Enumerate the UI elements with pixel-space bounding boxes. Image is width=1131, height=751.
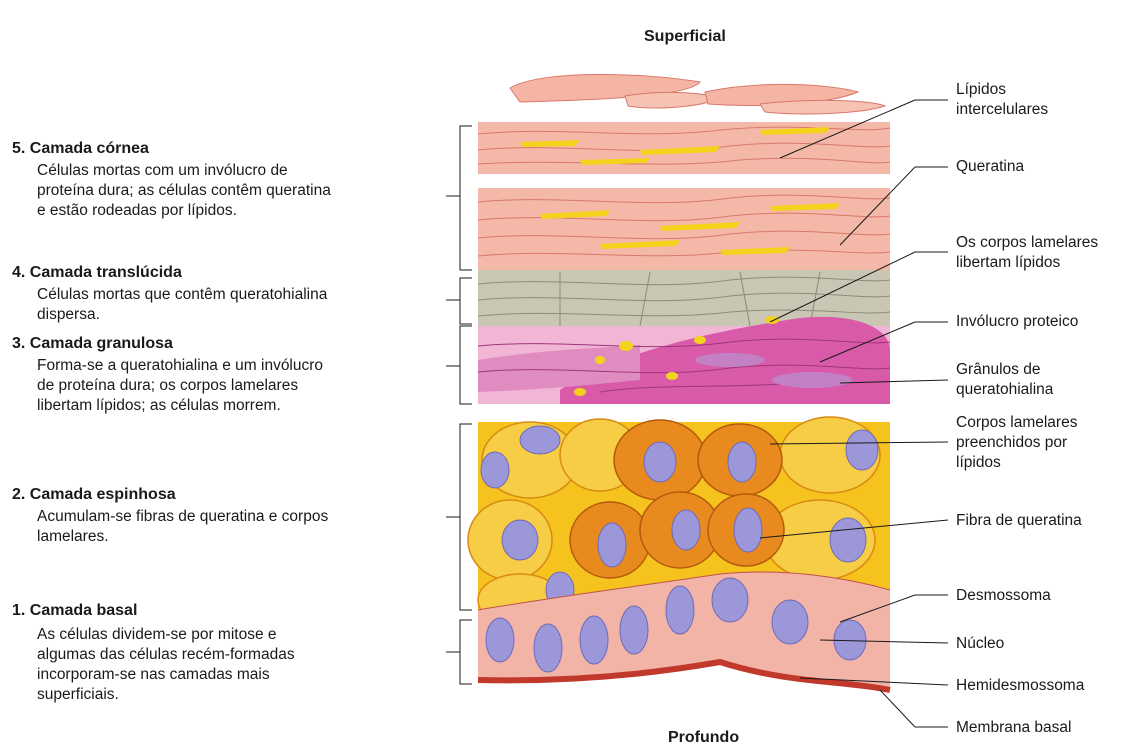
callout-fibra-queratina: Fibra de queratina	[956, 511, 1082, 531]
callout-queratina: Queratina	[956, 157, 1024, 177]
callout-membrana-basal: Membrana basal	[956, 718, 1071, 738]
callout-desmossoma: Desmossoma	[956, 586, 1051, 606]
layer-brackets	[446, 126, 472, 684]
corneum-lower	[478, 188, 890, 270]
callout-hemidesmossoma: Hemidesmossoma	[956, 676, 1084, 696]
layer-1-title: 1. Camada basal	[12, 602, 137, 620]
layer-2-desc: Acumulam-se fibras de queratina e corpos…	[37, 507, 437, 547]
callout-nucleo: Núcleo	[956, 634, 1004, 654]
layer-3-title: 3. Camada granulosa	[12, 335, 173, 353]
layer-4-desc: Células mortas que contêm queratohialina…	[37, 285, 437, 325]
desquamating-cells	[510, 74, 885, 114]
corneum-upper	[478, 122, 890, 174]
layer-2-title: 2. Camada espinhosa	[12, 486, 176, 504]
layer-3-desc: Forma-se a queratohialina e um invólucro…	[37, 356, 437, 416]
callout-involucro-proteico: Invólucro proteico	[956, 312, 1078, 332]
layer-4-title: 4. Camada translúcida	[12, 264, 182, 282]
label-profundo: Profundo	[668, 729, 739, 747]
layer-5-title: 5. Camada córnea	[12, 140, 149, 158]
label-superficial: Superficial	[644, 28, 726, 46]
granulosum	[478, 316, 890, 404]
